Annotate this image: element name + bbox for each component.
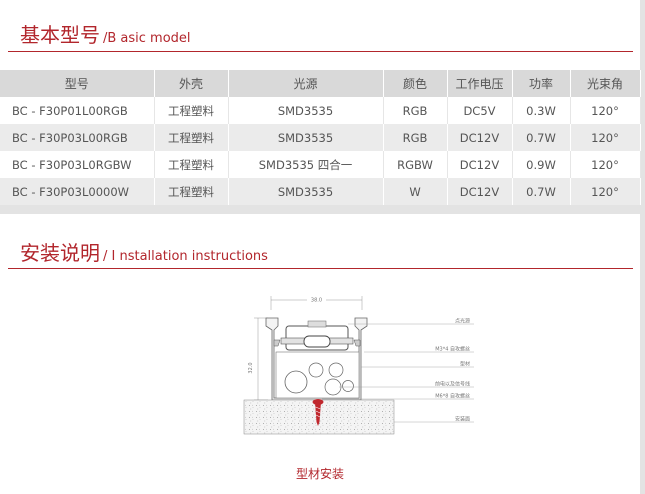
- label-profile: 型材: [460, 361, 470, 368]
- cell-power: 0.3W: [512, 97, 571, 124]
- aluminum-profile: [265, 317, 368, 401]
- cell-light-source: SMD3535 四合一: [228, 151, 384, 178]
- cell-housing: 工程塑料: [154, 151, 229, 178]
- table-row: BC - F30P01L00RGB 工程塑料 SMD3535 RGB DC5V …: [0, 97, 641, 124]
- basic-model-heading: 基本型号/B asic model: [20, 19, 191, 48]
- label-cable: 前电以及信号线: [435, 381, 470, 388]
- height-dimension-label: 32.0: [248, 362, 254, 373]
- table-row: BC - F30P03L0000W 工程塑料 SMD3535 W DC12V 0…: [0, 178, 641, 205]
- cell-voltage: DC5V: [447, 97, 513, 124]
- label-m6-screw: M6*8 自攻螺丝: [435, 393, 470, 400]
- cell-color: RGB: [383, 97, 448, 124]
- cell-beam-angle: 120°: [570, 178, 641, 205]
- cell-model: BC - F30P03L00RGB: [0, 124, 155, 151]
- led-module: [273, 320, 361, 351]
- label-m3-screw: M3*4 自攻螺丝: [435, 346, 470, 353]
- cell-light-source: SMD3535: [228, 124, 384, 151]
- cell-light-source: SMD3535: [228, 178, 384, 205]
- cell-color: W: [383, 178, 448, 205]
- basic-model-panel: 基本型号/B asic model 型号 外壳 光源 颜色 工作电压 功率 光束…: [0, 0, 641, 205]
- table-header-row: 型号 外壳 光源 颜色 工作电压 功率 光束角: [0, 70, 641, 97]
- installation-heading: 安装说明/ I nstallation instructions: [20, 237, 268, 266]
- cell-voltage: DC12V: [447, 124, 513, 151]
- cell-power: 0.7W: [512, 124, 571, 151]
- cell-housing: 工程塑料: [154, 178, 229, 205]
- width-dimension-label: 38.0: [311, 298, 322, 304]
- cell-housing: 工程塑料: [154, 124, 229, 151]
- cell-voltage: DC12V: [447, 178, 513, 205]
- diagram-caption: 型材安装: [295, 467, 344, 481]
- cell-color: RGB: [383, 124, 448, 151]
- width-dimension: 38.0: [270, 296, 363, 310]
- section-divider: [8, 268, 633, 269]
- header-beam-angle: 光束角: [570, 70, 641, 97]
- label-point-light: 点光源: [455, 318, 470, 325]
- header-power: 功率: [512, 70, 571, 97]
- cell-light-source: SMD3535: [228, 97, 384, 124]
- cell-color: RGBW: [383, 151, 448, 178]
- table-row: BC - F30P03L0RGBW 工程塑料 SMD3535 四合一 RGBW …: [0, 151, 641, 178]
- header-voltage: 工作电压: [447, 70, 513, 97]
- cell-model: BC - F30P03L0000W: [0, 178, 155, 205]
- installation-title-en: / I nstallation instructions: [103, 249, 268, 264]
- installation-title-cn: 安装说明: [20, 241, 100, 265]
- header-color: 颜色: [383, 70, 448, 97]
- height-dimension: 32.0: [248, 317, 268, 401]
- cell-voltage: DC12V: [447, 151, 513, 178]
- callout-leaders: [322, 323, 474, 423]
- spec-table: 型号 外壳 光源 颜色 工作电压 功率 光束角 BC - F30P01L00RG…: [0, 70, 641, 205]
- m6-screw: [312, 399, 324, 426]
- cell-beam-angle: 120°: [570, 124, 641, 151]
- table-row: BC - F30P03L00RGB 工程塑料 SMD3535 RGB DC12V…: [0, 124, 641, 151]
- cell-beam-angle: 120°: [570, 97, 641, 124]
- cell-housing: 工程塑料: [154, 97, 229, 124]
- cell-beam-angle: 120°: [570, 151, 641, 178]
- label-mounting-surface: 安装面: [455, 416, 470, 423]
- header-light-source: 光源: [228, 70, 384, 97]
- basic-model-title-cn: 基本型号: [20, 23, 100, 47]
- profile-installation-diagram: 38.0 32.0: [243, 296, 474, 435]
- cell-model: BC - F30P01L00RGB: [0, 97, 155, 124]
- header-model: 型号: [0, 70, 155, 97]
- section-divider: [8, 51, 633, 52]
- cell-power: 0.9W: [512, 151, 571, 178]
- cell-model: BC - F30P03L0RGBW: [0, 151, 155, 178]
- header-housing: 外壳: [154, 70, 229, 97]
- basic-model-title-en: /B asic model: [103, 31, 191, 46]
- cell-power: 0.7W: [512, 178, 571, 205]
